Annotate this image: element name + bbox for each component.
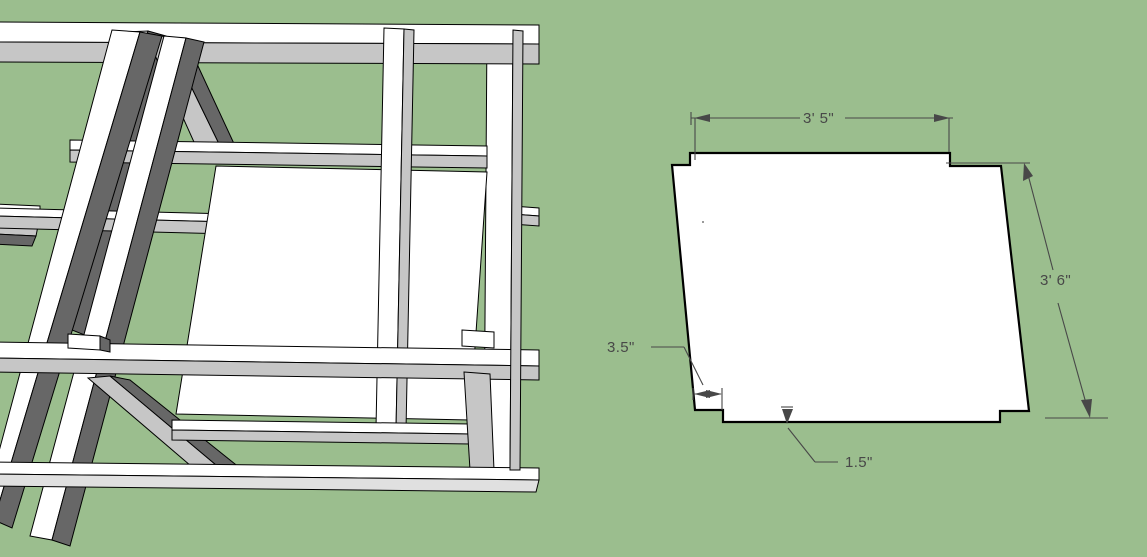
lumber-rail-lower-left-top (0, 357, 540, 381)
panel-artifact-dot (702, 221, 704, 223)
lumber-notch-block-left (67, 333, 101, 351)
lumber-notch-block-right (461, 329, 495, 349)
dim-width-arrowhead-right (934, 114, 950, 122)
lumber-edge-strip-far-right (509, 29, 524, 471)
dimension-annotations (651, 112, 1108, 463)
lumber-rail-top-back-top (0, 41, 540, 65)
dim-height-arrowhead-bottom (1081, 399, 1092, 418)
dim-height-arrowhead-top (1023, 163, 1033, 181)
dim-notchwidth-leader-slant (787, 427, 816, 463)
dimension-label-width: 3' 5" (803, 110, 835, 127)
lumber-rail-top-back-face (0, 21, 540, 45)
panel-outline (670, 151, 1031, 424)
lumber-arm-left-upper-shadow (0, 233, 37, 247)
lumber-support-right-descend-top (463, 371, 495, 471)
dimension-label-notch-width: 1.5" (845, 454, 873, 471)
dim-height-line-upper-seg (1025, 166, 1054, 271)
dim-width-arrowhead-left (694, 114, 710, 122)
dim-notchdepth-arrowhead-right (706, 390, 722, 398)
lumber-rail-bottom-top (0, 473, 540, 493)
dim-notchwidth-arrowhead (782, 409, 793, 424)
dim-height-line-lower-seg (1057, 302, 1090, 415)
dimension-label-notch-depth: 3.5" (607, 339, 635, 356)
panel-cut-layout (670, 151, 1031, 424)
dimension-label-height: 3' 6" (1040, 272, 1072, 289)
seat-panel-left-view (175, 165, 488, 421)
dim-notchdepth-leader-slant (683, 346, 704, 386)
lumber-notch-block-left-shadow (99, 335, 111, 353)
